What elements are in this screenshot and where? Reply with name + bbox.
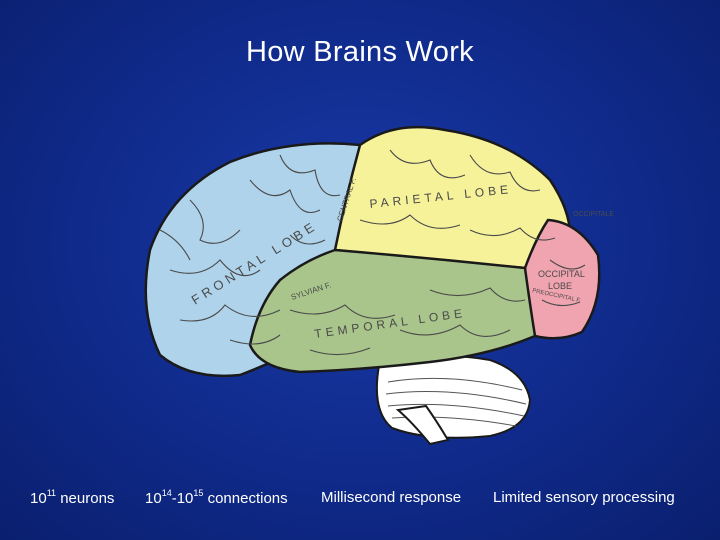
brain-stem [395,404,450,446]
caption-neurons: 1011 neurons [30,488,115,507]
parieto-occipital-label: OCCIPITALE [573,211,614,218]
occipital-lobe-label-1: OCCIPITAL [538,269,585,279]
gyri-lines [159,149,586,356]
caption-sensory: Limited sensory processing [493,489,675,506]
temporal-lobe-region [248,248,537,374]
cerebellum [375,354,532,439]
occipital-lobe-label-2: LOBE [548,281,572,291]
slide-title: How Brains Work [246,36,474,68]
brain-diagram: FRONTAL LOBE PARIETAL LOBE CENTRAL F. OC… [144,125,614,446]
caption-response: Millisecond response [321,489,462,506]
caption-connections: 1014-1015 connections [145,488,288,507]
